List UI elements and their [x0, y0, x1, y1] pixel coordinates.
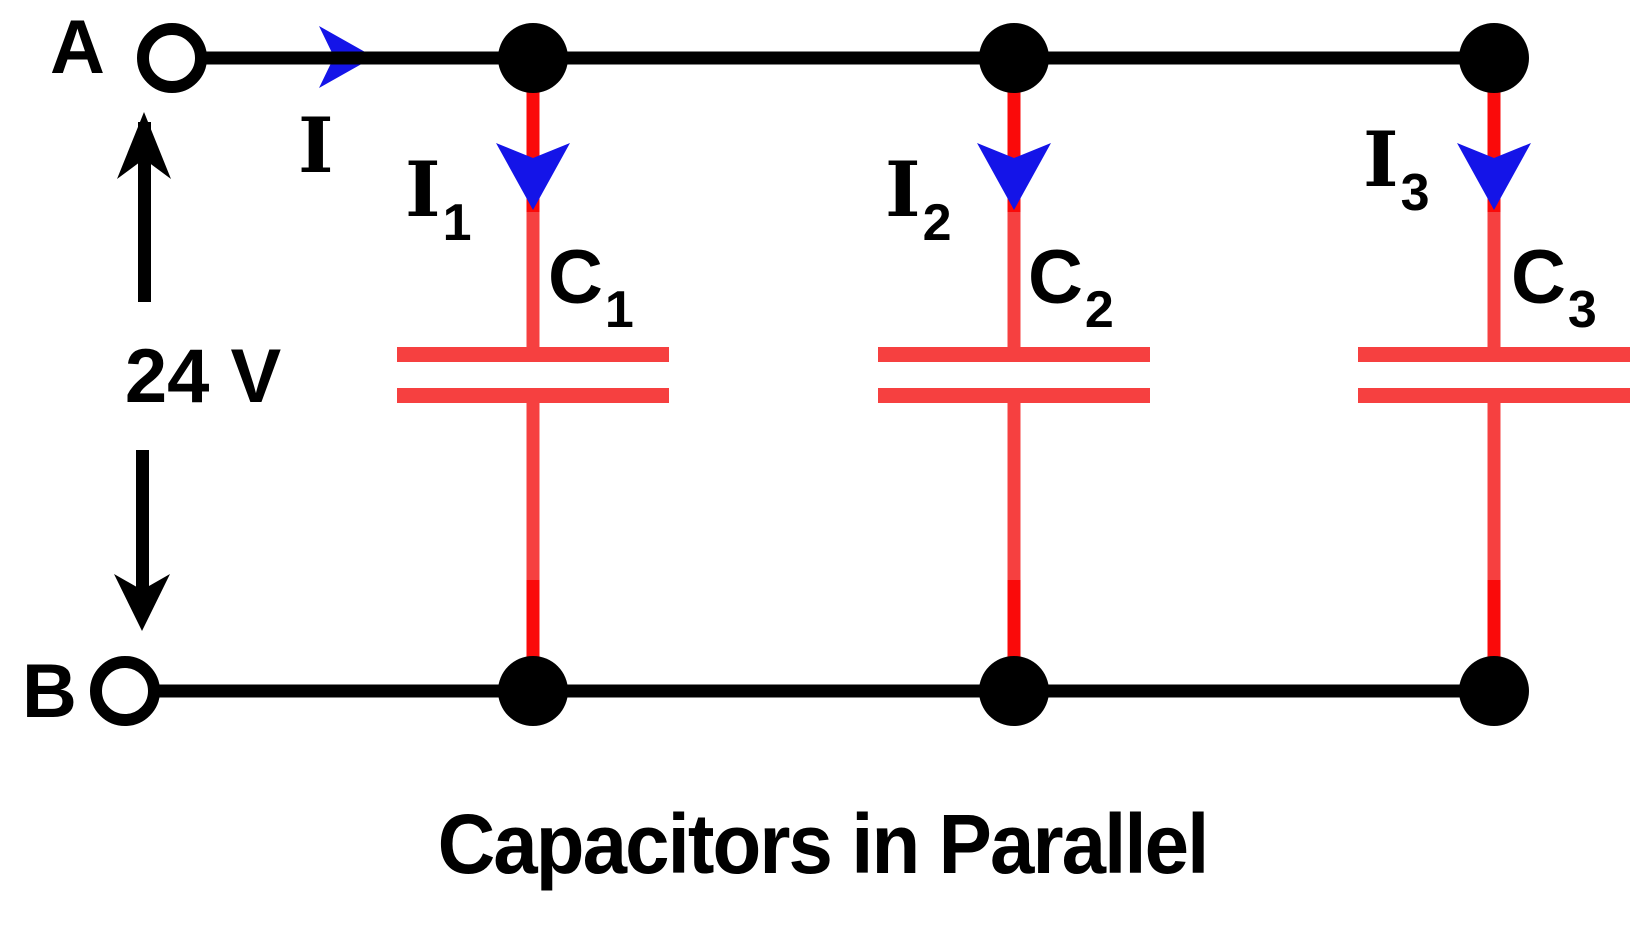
current-label-1-base: I: [405, 145, 441, 234]
current-label-2-base: I: [885, 145, 921, 234]
node-bottom-3: [1459, 656, 1529, 726]
junction-nodes: [498, 23, 1529, 726]
branch2-current-arrow-icon: [977, 143, 1051, 210]
voltage-label: 24 V: [124, 334, 282, 419]
main-current-label: I: [298, 101, 334, 190]
capacitor-label-3: C3: [1511, 240, 1597, 337]
node-bottom-2: [979, 656, 1049, 726]
terminal-b-label: B: [22, 649, 77, 734]
voltage-up-arrowhead-icon: [117, 112, 171, 179]
branch1-wire-upper: [526, 205, 540, 347]
current-label-3-base: I: [1363, 115, 1399, 204]
terminal-b-circle: [90, 656, 160, 726]
branch2-wire-bottom-dark: [1007, 580, 1021, 658]
current-label-2: I2: [885, 152, 951, 250]
capacitor-branch-wires: [526, 205, 1501, 586]
voltage-down-arrowhead-icon: [114, 574, 170, 631]
capacitor-label-3-base: C: [1511, 235, 1566, 320]
current-label-1: I1: [405, 152, 471, 250]
branch3-wire-bottom-dark: [1487, 580, 1501, 658]
branch1-wire-bottom-dark: [526, 580, 540, 658]
capacitor3-top-plate: [1358, 347, 1630, 362]
capacitor-label-2-base: C: [1028, 235, 1083, 320]
branch3-wire-upper: [1487, 205, 1501, 347]
capacitor-label-1-sub: 1: [604, 281, 634, 339]
capacitor2-bottom-plate: [878, 388, 1150, 403]
diagram-title: Capacitors in Parallel: [437, 797, 1210, 891]
capacitor-label-1: C1: [548, 240, 634, 337]
terminal-a-label: A: [50, 5, 105, 90]
node-top-3: [1459, 23, 1529, 93]
branch1-current-arrow-icon: [496, 143, 570, 210]
capacitor-label-3-sub: 3: [1567, 281, 1597, 339]
voltage-down-arrow-shaft: [136, 450, 149, 592]
capacitor1-bottom-plate: [397, 388, 669, 403]
node-top-1: [498, 23, 568, 93]
node-bottom-1: [498, 656, 568, 726]
capacitor1-top-plate: [397, 347, 669, 362]
current-label-2-sub: 2: [922, 194, 952, 252]
voltage-down-arrow: [114, 450, 170, 631]
terminal-a-circle: [137, 23, 207, 93]
current-label-3-sub: 3: [1400, 164, 1430, 222]
branch3-wire-lower: [1487, 403, 1501, 586]
voltage-up-arrow: [117, 112, 171, 302]
branch2-wire-upper: [1007, 205, 1021, 347]
current-label-1-sub: 1: [442, 194, 472, 252]
branch2-wire-lower: [1007, 403, 1021, 586]
capacitor-label-2-sub: 2: [1084, 281, 1114, 339]
capacitor-label-2: C2: [1028, 240, 1114, 337]
voltage-up-arrow-shaft: [138, 122, 151, 302]
capacitor3-bottom-plate: [1358, 388, 1630, 403]
node-top-2: [979, 23, 1049, 93]
capacitor-label-1-base: C: [548, 235, 603, 320]
current-label-3: I3: [1363, 122, 1429, 220]
branch1-wire-lower: [526, 403, 540, 586]
capacitor2-top-plate: [878, 347, 1150, 362]
branch3-current-arrow-icon: [1457, 143, 1531, 210]
capacitor-symbols: [397, 347, 1630, 403]
